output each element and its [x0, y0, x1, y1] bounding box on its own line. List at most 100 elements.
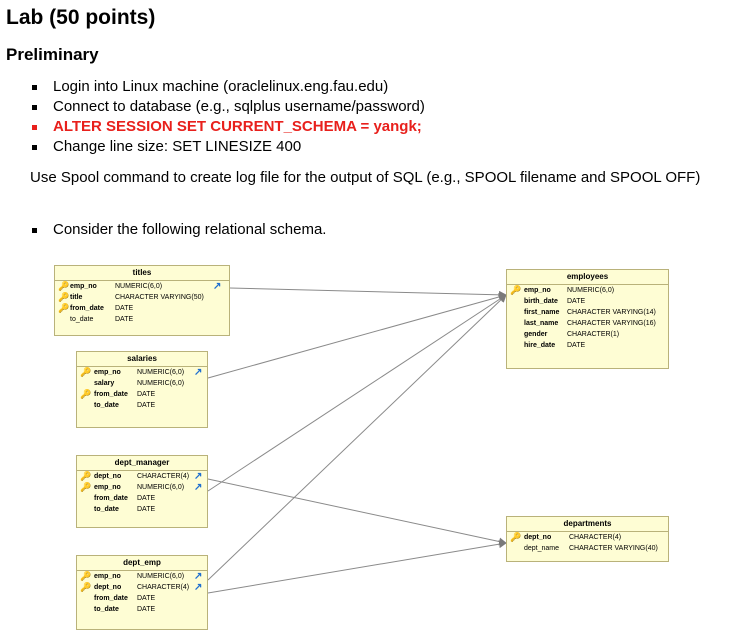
column-type: DATE	[137, 506, 156, 513]
table-name: dept_emp	[77, 556, 207, 571]
column-row: 🔑 title CHARACTER VARYING(50)	[55, 292, 229, 303]
column-name: from_date	[94, 391, 128, 398]
column-name: from_date	[94, 595, 128, 602]
key-icon: 🔑	[80, 471, 92, 481]
column-name: dept_no	[94, 584, 122, 591]
column-type: CHARACTER VARYING(16)	[567, 320, 656, 327]
table-departments: departments 🔑 dept_no CHARACTER(4) dept_…	[506, 516, 669, 562]
key-icon: 🔑	[80, 482, 92, 492]
column-type: CHARACTER(4)	[569, 534, 622, 541]
column-name: last_name	[524, 320, 559, 327]
column-row: dept_name CHARACTER VARYING(40)	[507, 543, 668, 554]
column-type: DATE	[137, 495, 156, 502]
column-name: from_date	[70, 305, 104, 312]
column-type: DATE	[137, 402, 156, 409]
column-row: from_date DATE	[77, 493, 207, 504]
column-row: 🔑 from_date DATE	[77, 389, 207, 400]
table-name: employees	[507, 270, 668, 285]
column-type: CHARACTER VARYING(50)	[115, 294, 204, 301]
table-employees: employees 🔑 emp_no NUMERIC(6,0) birth_da…	[506, 269, 669, 369]
column-name: emp_no	[94, 573, 121, 580]
foreign-key-icon: ↗	[194, 571, 203, 582]
column-row: 🔑 emp_no NUMERIC(6,0) ↗	[77, 482, 207, 493]
column-name: dept_no	[524, 534, 552, 541]
preliminary-list: Login into Linux machine (oraclelinux.en…	[30, 77, 425, 157]
table-name: dept_manager	[77, 456, 207, 471]
column-row: from_date DATE	[77, 593, 207, 604]
column-name: from_date	[94, 495, 128, 502]
key-icon: 🔑	[510, 285, 522, 295]
table-dept-manager: dept_manager 🔑 dept_no CHARACTER(4) ↗ 🔑 …	[76, 455, 208, 528]
column-type: DATE	[137, 606, 156, 613]
bullet-linesize: Change line size: SET LINESIZE 400	[30, 137, 425, 157]
spool-paragraph: Use Spool command to create log file for…	[30, 169, 701, 186]
column-row: hire_date DATE	[507, 340, 668, 351]
column-row: 🔑 emp_no NUMERIC(6,0) ↗	[77, 571, 207, 582]
column-row: last_name CHARACTER VARYING(16)	[507, 318, 668, 329]
column-row: 🔑 emp_no NUMERIC(6,0) ↗	[55, 281, 229, 292]
column-row: 🔑 dept_no CHARACTER(4) ↗	[77, 471, 207, 482]
column-row: 🔑 dept_no CHARACTER(4) ↗	[77, 582, 207, 593]
column-name: gender	[524, 331, 548, 338]
table-name: departments	[507, 517, 668, 532]
column-row: to_date DATE	[77, 504, 207, 515]
table-titles: titles 🔑 emp_no NUMERIC(6,0) ↗ 🔑 title C…	[54, 265, 230, 336]
fk-line-salaries-employees	[207, 293, 507, 379]
column-row: birth_date DATE	[507, 296, 668, 307]
section-heading: Preliminary	[6, 45, 99, 64]
column-type: DATE	[137, 595, 156, 602]
column-type: DATE	[567, 298, 586, 305]
foreign-key-icon: ↗	[213, 281, 222, 292]
column-row: 🔑 from_date DATE	[55, 303, 229, 314]
column-row: to_date DATE	[77, 400, 207, 411]
key-icon: 🔑	[58, 303, 70, 313]
key-icon: 🔑	[58, 281, 70, 291]
column-name: to_date	[70, 316, 94, 323]
foreign-key-icon: ↗	[194, 471, 203, 482]
column-type: CHARACTER VARYING(40)	[569, 545, 658, 552]
column-name: emp_no	[94, 484, 121, 491]
column-name: to_date	[94, 506, 119, 513]
column-name: title	[70, 294, 83, 301]
column-row: 🔑 emp_no NUMERIC(6,0)	[507, 285, 668, 296]
column-row: to_date DATE	[55, 314, 229, 325]
key-icon: 🔑	[510, 532, 522, 542]
column-row: first_name CHARACTER VARYING(14)	[507, 307, 668, 318]
column-name: dept_no	[94, 473, 122, 480]
table-salaries: salaries 🔑 emp_no NUMERIC(6,0) ↗ salary …	[76, 351, 208, 428]
key-icon: 🔑	[80, 389, 92, 399]
column-type: NUMERIC(6,0)	[115, 283, 163, 290]
column-type: CHARACTER(4)	[137, 584, 190, 591]
column-type: DATE	[137, 391, 156, 398]
column-row: to_date DATE	[77, 604, 207, 615]
column-type: NUMERIC(6,0)	[137, 484, 185, 491]
table-name: titles	[55, 266, 229, 281]
column-type: DATE	[567, 342, 586, 349]
fk-line-dept-manager-employees	[207, 294, 507, 492]
column-name: emp_no	[524, 287, 551, 294]
column-name: to_date	[94, 402, 119, 409]
column-type: NUMERIC(6,0)	[567, 287, 615, 294]
fk-line-dept-emp-employees	[207, 294, 507, 581]
column-type: CHARACTER(1)	[567, 331, 620, 338]
key-icon: 🔑	[80, 582, 92, 592]
column-name: birth_date	[524, 298, 558, 305]
column-name: emp_no	[94, 369, 121, 376]
table-dept-emp: dept_emp 🔑 emp_no NUMERIC(6,0) ↗ 🔑 dept_…	[76, 555, 208, 630]
column-row: 🔑 dept_no CHARACTER(4)	[507, 532, 668, 543]
column-name: salary	[94, 380, 115, 387]
column-name: to_date	[94, 606, 119, 613]
column-row: salary NUMERIC(6,0)	[77, 378, 207, 389]
column-row: gender CHARACTER(1)	[507, 329, 668, 340]
page-title: Lab (50 points)	[6, 6, 156, 29]
bullet-alter-session: ALTER SESSION SET CURRENT_SCHEMA = yangk…	[30, 117, 425, 137]
table-name: salaries	[77, 352, 207, 367]
column-name: dept_name	[524, 545, 560, 552]
key-icon: 🔑	[80, 367, 92, 377]
fk-line-dept-emp-departments	[207, 540, 507, 594]
key-icon: 🔑	[80, 571, 92, 581]
fk-line-dept-manager-departments	[207, 478, 507, 546]
column-type: NUMERIC(6,0)	[137, 369, 185, 376]
column-name: emp_no	[70, 283, 97, 290]
foreign-key-icon: ↗	[194, 582, 203, 593]
